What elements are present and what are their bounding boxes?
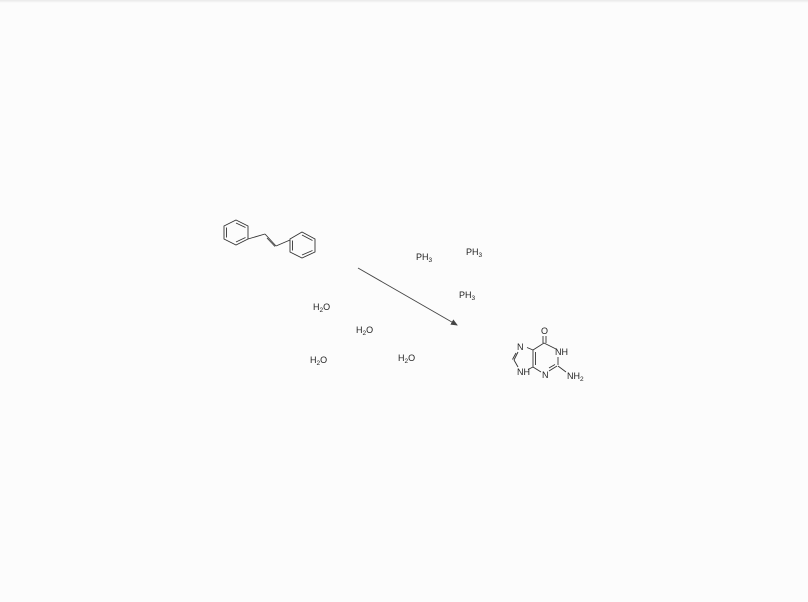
top-edge-shadow <box>0 0 808 3</box>
stilbene-molecule <box>223 219 316 259</box>
reagent-ph3: PH3 <box>459 290 476 302</box>
atom-n-imidazole: N <box>517 342 524 352</box>
atom-nh-ring: NH <box>555 347 568 357</box>
reagent-h2o: H2O <box>356 325 373 337</box>
atom-n-bottom: N <box>542 370 549 380</box>
atom-nh2: NH2 <box>567 371 584 383</box>
reagent-ph3: PH3 <box>466 247 483 259</box>
reagent-h2o: H2O <box>313 302 330 314</box>
reagent-h2o: H2O <box>398 353 415 365</box>
reagent-h2o: H2O <box>310 355 327 367</box>
atom-oxygen: O <box>541 326 548 336</box>
guanine-molecule <box>512 336 567 373</box>
reagent-ph3: PH3 <box>416 252 433 264</box>
reaction-arrow <box>357 267 458 326</box>
atom-nh-imidazole: NH <box>517 367 530 377</box>
